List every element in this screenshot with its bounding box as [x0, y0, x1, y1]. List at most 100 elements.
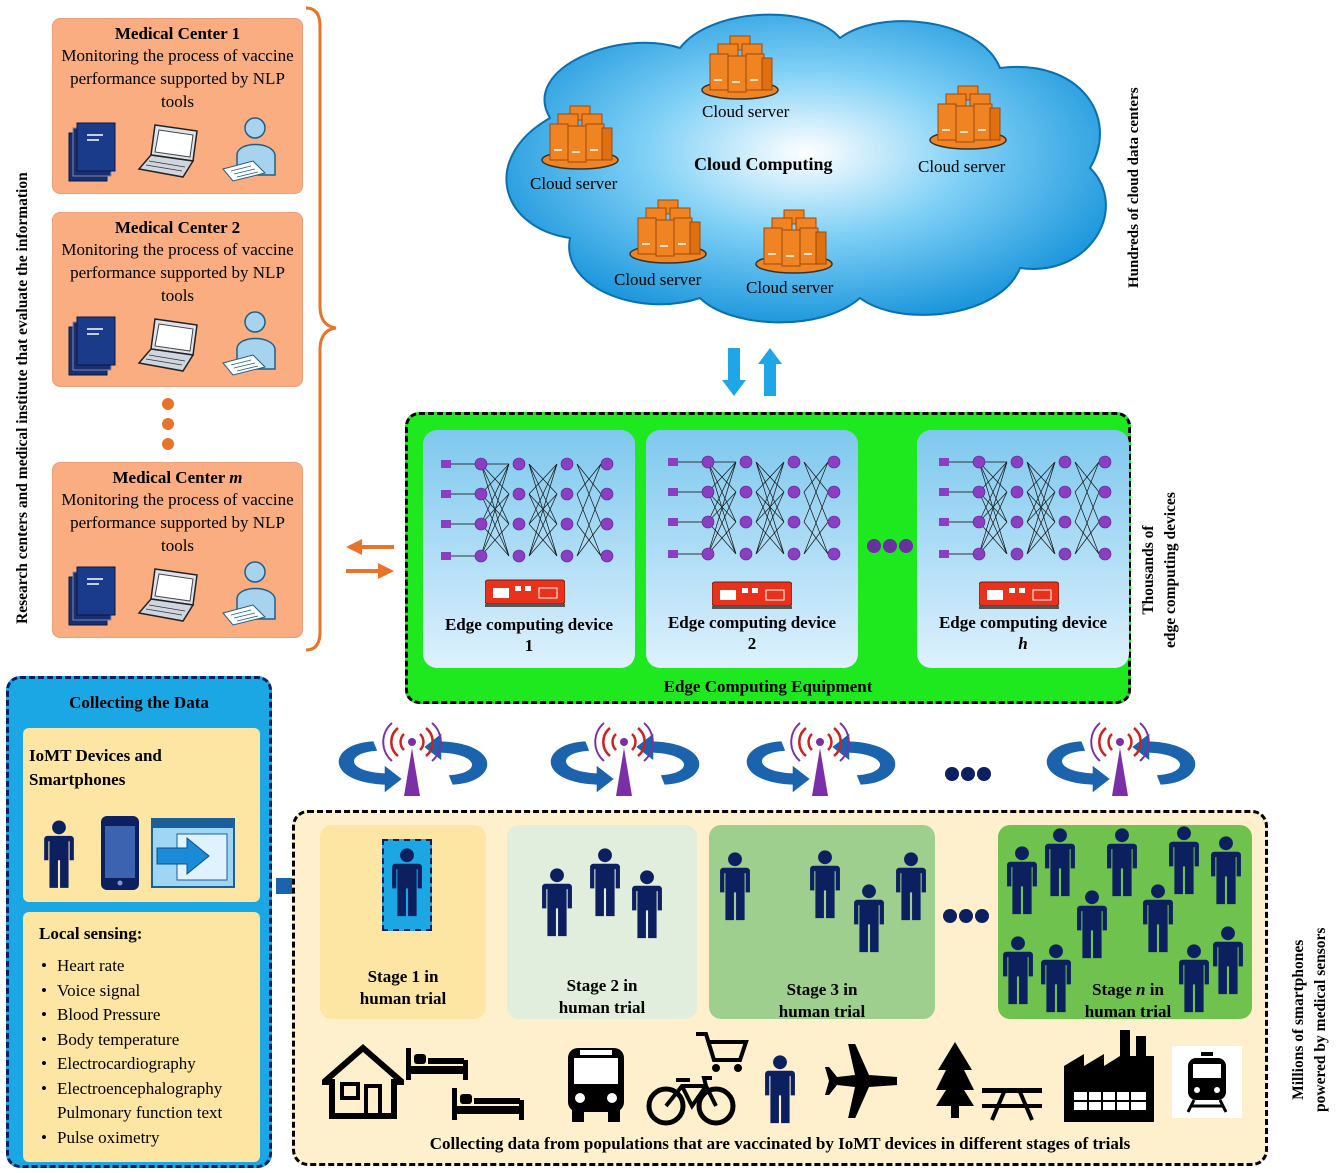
bed-icon	[452, 1088, 524, 1120]
cloud-edge-arrows-icon	[722, 348, 782, 396]
tree-icon	[936, 1042, 974, 1118]
list-item: Heart rate	[39, 954, 222, 979]
person-icon	[1212, 925, 1244, 997]
local-sensing-list: Heart rate Voice signal Blood Pressure B…	[39, 954, 222, 1150]
medical-center-2-desc: Monitoring the process of vaccine perfor…	[61, 240, 294, 305]
vertical-ellipsis-icon	[162, 398, 174, 450]
cloud-server-label: Cloud server	[702, 102, 790, 121]
person-icon	[1106, 827, 1138, 899]
train-icon	[1186, 1052, 1228, 1113]
cell-tower-icon	[790, 718, 850, 798]
list-item: Blood Pressure	[39, 1003, 222, 1028]
cloud-server-icon	[754, 204, 834, 274]
medical-center-1-box: Medical Center 1 Monitoring the process …	[52, 18, 303, 194]
medical-center-2-title: Medical Center 2	[114, 218, 241, 237]
medical-center-1-desc: Monitoring the process of vaccine perfor…	[61, 46, 294, 111]
edge-device-icon	[979, 580, 1059, 610]
horizontal-ellipsis-icon	[943, 909, 989, 923]
list-item: Voice signal	[39, 979, 222, 1004]
list-item: Body temperature	[39, 1028, 222, 1053]
horizontal-ellipsis-icon	[945, 767, 991, 781]
person-icon	[1040, 943, 1072, 1015]
neural-network-icon	[668, 454, 848, 564]
laptop-icon	[137, 121, 207, 181]
person-icon	[895, 851, 927, 923]
shopping-cart-icon	[696, 1032, 749, 1072]
populations-caption: Collecting data from populations that ar…	[429, 1134, 1131, 1153]
factory-icon	[1064, 1030, 1154, 1122]
bidirectional-arrows-icon	[346, 539, 394, 579]
cloud-server-label: Cloud server	[746, 278, 834, 297]
picnic-table-icon	[982, 1088, 1042, 1121]
books-icon	[67, 313, 117, 377]
list-item: Pulse oximetry	[39, 1126, 222, 1151]
cloud-server-icon	[628, 194, 708, 264]
cell-tower-icon	[1090, 718, 1150, 798]
curly-bracket	[305, 6, 337, 652]
person-icon	[43, 820, 75, 890]
cloud-computing-label: Cloud Computing	[694, 154, 833, 174]
person-icon	[1210, 835, 1242, 907]
laptop-icon	[137, 315, 207, 375]
collecting-data-title: Collecting the Data	[69, 693, 209, 712]
list-item: Pulmonary function text	[57, 1103, 223, 1122]
books-icon	[67, 563, 117, 627]
person-icon	[1076, 889, 1108, 961]
iomt-devices-title: IoMT Devices and Smartphones	[29, 746, 162, 789]
airplane-icon	[825, 1044, 897, 1118]
cloud-server-label: Cloud server	[918, 157, 1006, 176]
laptop-icon	[137, 565, 207, 625]
cloud-server-icon	[540, 100, 620, 170]
person-icon	[1142, 883, 1174, 955]
medical-center-2-box: Medical Center 2 Monitoring the process …	[52, 212, 303, 387]
person-icon	[1044, 827, 1076, 899]
bus-icon	[568, 1048, 624, 1122]
medical-center-m-box: Medical Center m Monitoring the process …	[52, 462, 303, 638]
person-icon	[1002, 935, 1034, 1007]
iomt-devices-box: IoMT Devices and Smartphones	[23, 728, 260, 902]
worker-icon	[213, 309, 283, 379]
medical-center-m-title: Medical Center m	[112, 468, 243, 487]
list-item: Electrocardiography	[39, 1052, 222, 1077]
edge-device-icon	[712, 580, 792, 610]
edge-device-icon	[485, 578, 565, 608]
neural-network-icon	[441, 456, 621, 566]
medical-center-m-desc: Monitoring the process of vaccine perfor…	[61, 490, 294, 555]
books-icon	[67, 119, 117, 183]
worker-icon	[213, 559, 283, 629]
data-transfer-window-icon	[151, 818, 235, 888]
person-icon	[1006, 845, 1038, 917]
bicycle-icon	[646, 1076, 736, 1126]
cell-tower-icon	[382, 718, 442, 798]
horizontal-ellipsis-icon	[867, 539, 913, 553]
person-icon	[589, 847, 621, 919]
person-icon	[809, 849, 841, 921]
person-icon	[853, 883, 885, 955]
worker-icon	[213, 115, 283, 185]
person-icon	[391, 847, 423, 919]
house-icon	[322, 1044, 404, 1119]
smartphone-icon	[101, 816, 139, 890]
local-sensing-title: Local sensing:	[39, 924, 143, 943]
edge-equipment-label: Edge Computing Equipment	[663, 677, 873, 696]
person-icon	[541, 867, 573, 939]
local-sensing-box: Local sensing: Heart rate Voice signal B…	[23, 912, 260, 1162]
cell-tower-icon	[594, 718, 654, 798]
cloud-server-label: Cloud server	[530, 174, 618, 193]
list-item: Electroencephalography	[39, 1077, 222, 1102]
cloud-side-label: Hundreds of cloud data centers	[1126, 87, 1142, 288]
